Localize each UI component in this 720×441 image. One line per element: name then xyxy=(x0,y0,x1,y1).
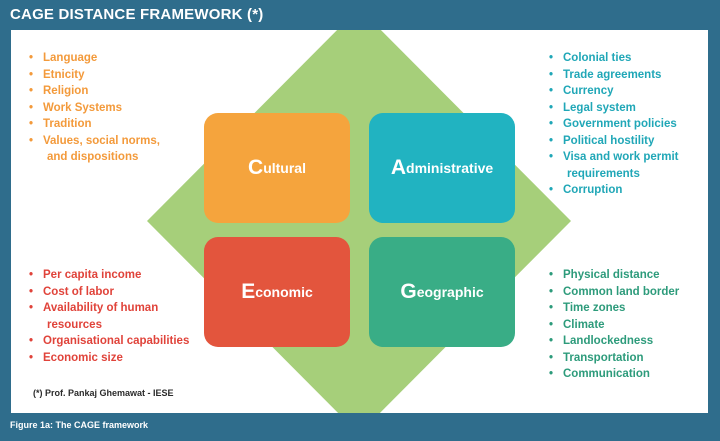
list-item: Religion xyxy=(29,83,160,100)
list-item: Climate xyxy=(549,317,679,334)
list-item: Physical distance xyxy=(549,267,679,284)
list-item: Work Systems xyxy=(29,100,160,117)
administrative-factors-list: Colonial ties Trade agreements Currency … xyxy=(549,50,678,199)
list-item: Landlockedness xyxy=(549,333,679,350)
figure-caption: Figure 1a: The CAGE framework xyxy=(10,420,149,430)
economic-factors-list: Per capita income Cost of labor Availabi… xyxy=(29,267,189,366)
list-item: Communication xyxy=(549,366,679,383)
list-item: Corruption xyxy=(549,182,678,199)
list-item: Economic size xyxy=(29,350,189,367)
diagram-panel: Language Etnicity Religion Work Systems … xyxy=(11,30,708,413)
cultural-factors-list: Language Etnicity Religion Work Systems … xyxy=(29,50,160,166)
list-item: Language xyxy=(29,50,160,67)
list-item: Government policies xyxy=(549,116,678,133)
list-item: Etnicity xyxy=(29,67,160,84)
list-item: Organisational capabilities xyxy=(29,333,189,350)
list-item: Political hostility xyxy=(549,133,678,150)
geographic-factors-list: Physical distance Common land border Tim… xyxy=(549,267,679,383)
figure-title: CAGE DISTANCE FRAMEWORK (*) xyxy=(10,6,264,23)
list-item: Common land border xyxy=(549,284,679,301)
list-item: Transportation xyxy=(549,350,679,367)
list-item: Tradition xyxy=(29,116,160,133)
list-item: Currency xyxy=(549,83,678,100)
list-item: Values, social norms,and dispositions xyxy=(29,133,160,166)
source-footnote: (*) Prof. Pankaj Ghemawat - IESE xyxy=(33,388,174,398)
list-item: Time zones xyxy=(549,300,679,317)
list-item: Trade agreements xyxy=(549,67,678,84)
list-item: Per capita income xyxy=(29,267,189,284)
list-item: Cost of labor xyxy=(29,284,189,301)
list-item: Legal system xyxy=(549,100,678,117)
list-item: Colonial ties xyxy=(549,50,678,67)
